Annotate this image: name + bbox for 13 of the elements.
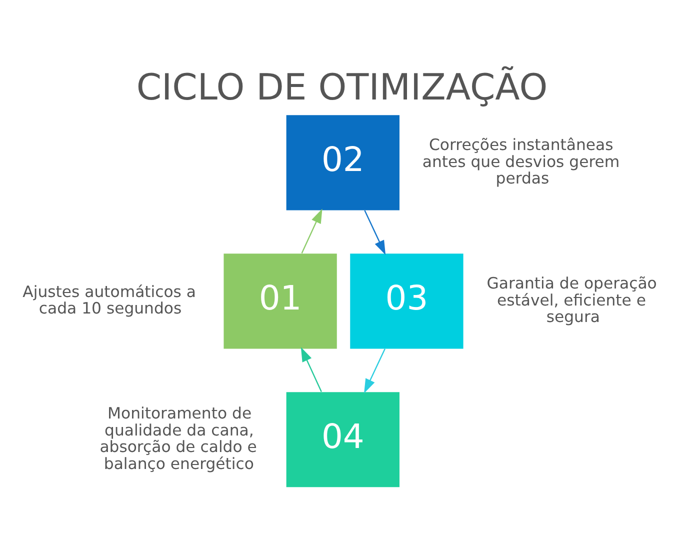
arrow [364, 210, 386, 255]
arrow [301, 208, 322, 254]
arrow [364, 348, 386, 394]
node-box: 01 [224, 254, 337, 349]
node-box: 04 [286, 392, 400, 488]
node-box: 03 [350, 254, 464, 349]
diagram-title: CICLO DE OTIMIZAÇÃO [136, 66, 548, 109]
arrow [300, 347, 322, 392]
node-label: Ajustes automáticos a cada 10 segundos [22, 282, 196, 318]
node-label: Correções instantâneas antes que desvios gerem perdas [422, 134, 620, 188]
node-label: Monitoramento de qualidade da cana, absorção de caldo e balanço energético [100, 403, 257, 474]
node-label: Garantia de operação estável, eficiente e segura [486, 273, 657, 326]
node-box: 02 [286, 115, 400, 210]
